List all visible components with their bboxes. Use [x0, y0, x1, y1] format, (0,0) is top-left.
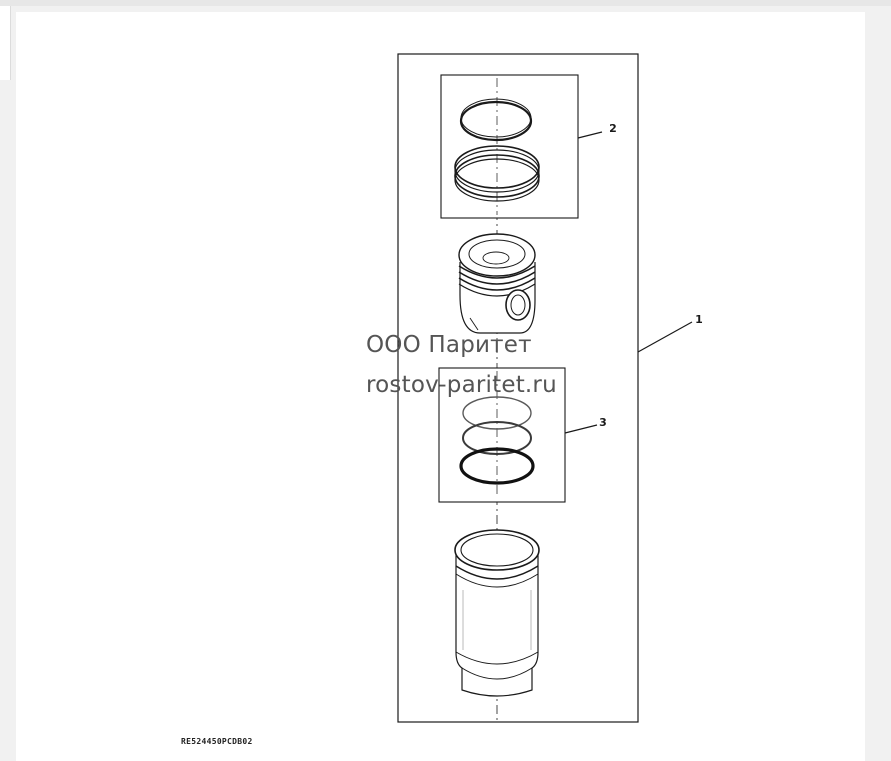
watermark-url: rostov-paritet.ru	[366, 372, 557, 398]
left-tab	[0, 6, 11, 80]
piston-ring-top	[459, 98, 533, 142]
callout-2-label: 2	[609, 122, 617, 135]
callout-3-label: 3	[599, 416, 607, 429]
piston-ring-oil	[454, 145, 540, 202]
liner-seal-ring-lower	[459, 447, 535, 485]
watermark-company: ООО Паритет	[366, 332, 532, 358]
piston	[458, 233, 536, 334]
liner-seal-ring-upper	[462, 396, 532, 430]
top-strip	[0, 0, 891, 6]
seal-set-box	[438, 367, 566, 503]
drawing-code: RE524450PCDB02	[181, 737, 253, 746]
liner-seal-ring-middle	[462, 421, 532, 455]
cylinder-liner	[454, 529, 540, 697]
assembly-box	[397, 53, 639, 723]
callout-1-label: 1	[695, 313, 703, 326]
